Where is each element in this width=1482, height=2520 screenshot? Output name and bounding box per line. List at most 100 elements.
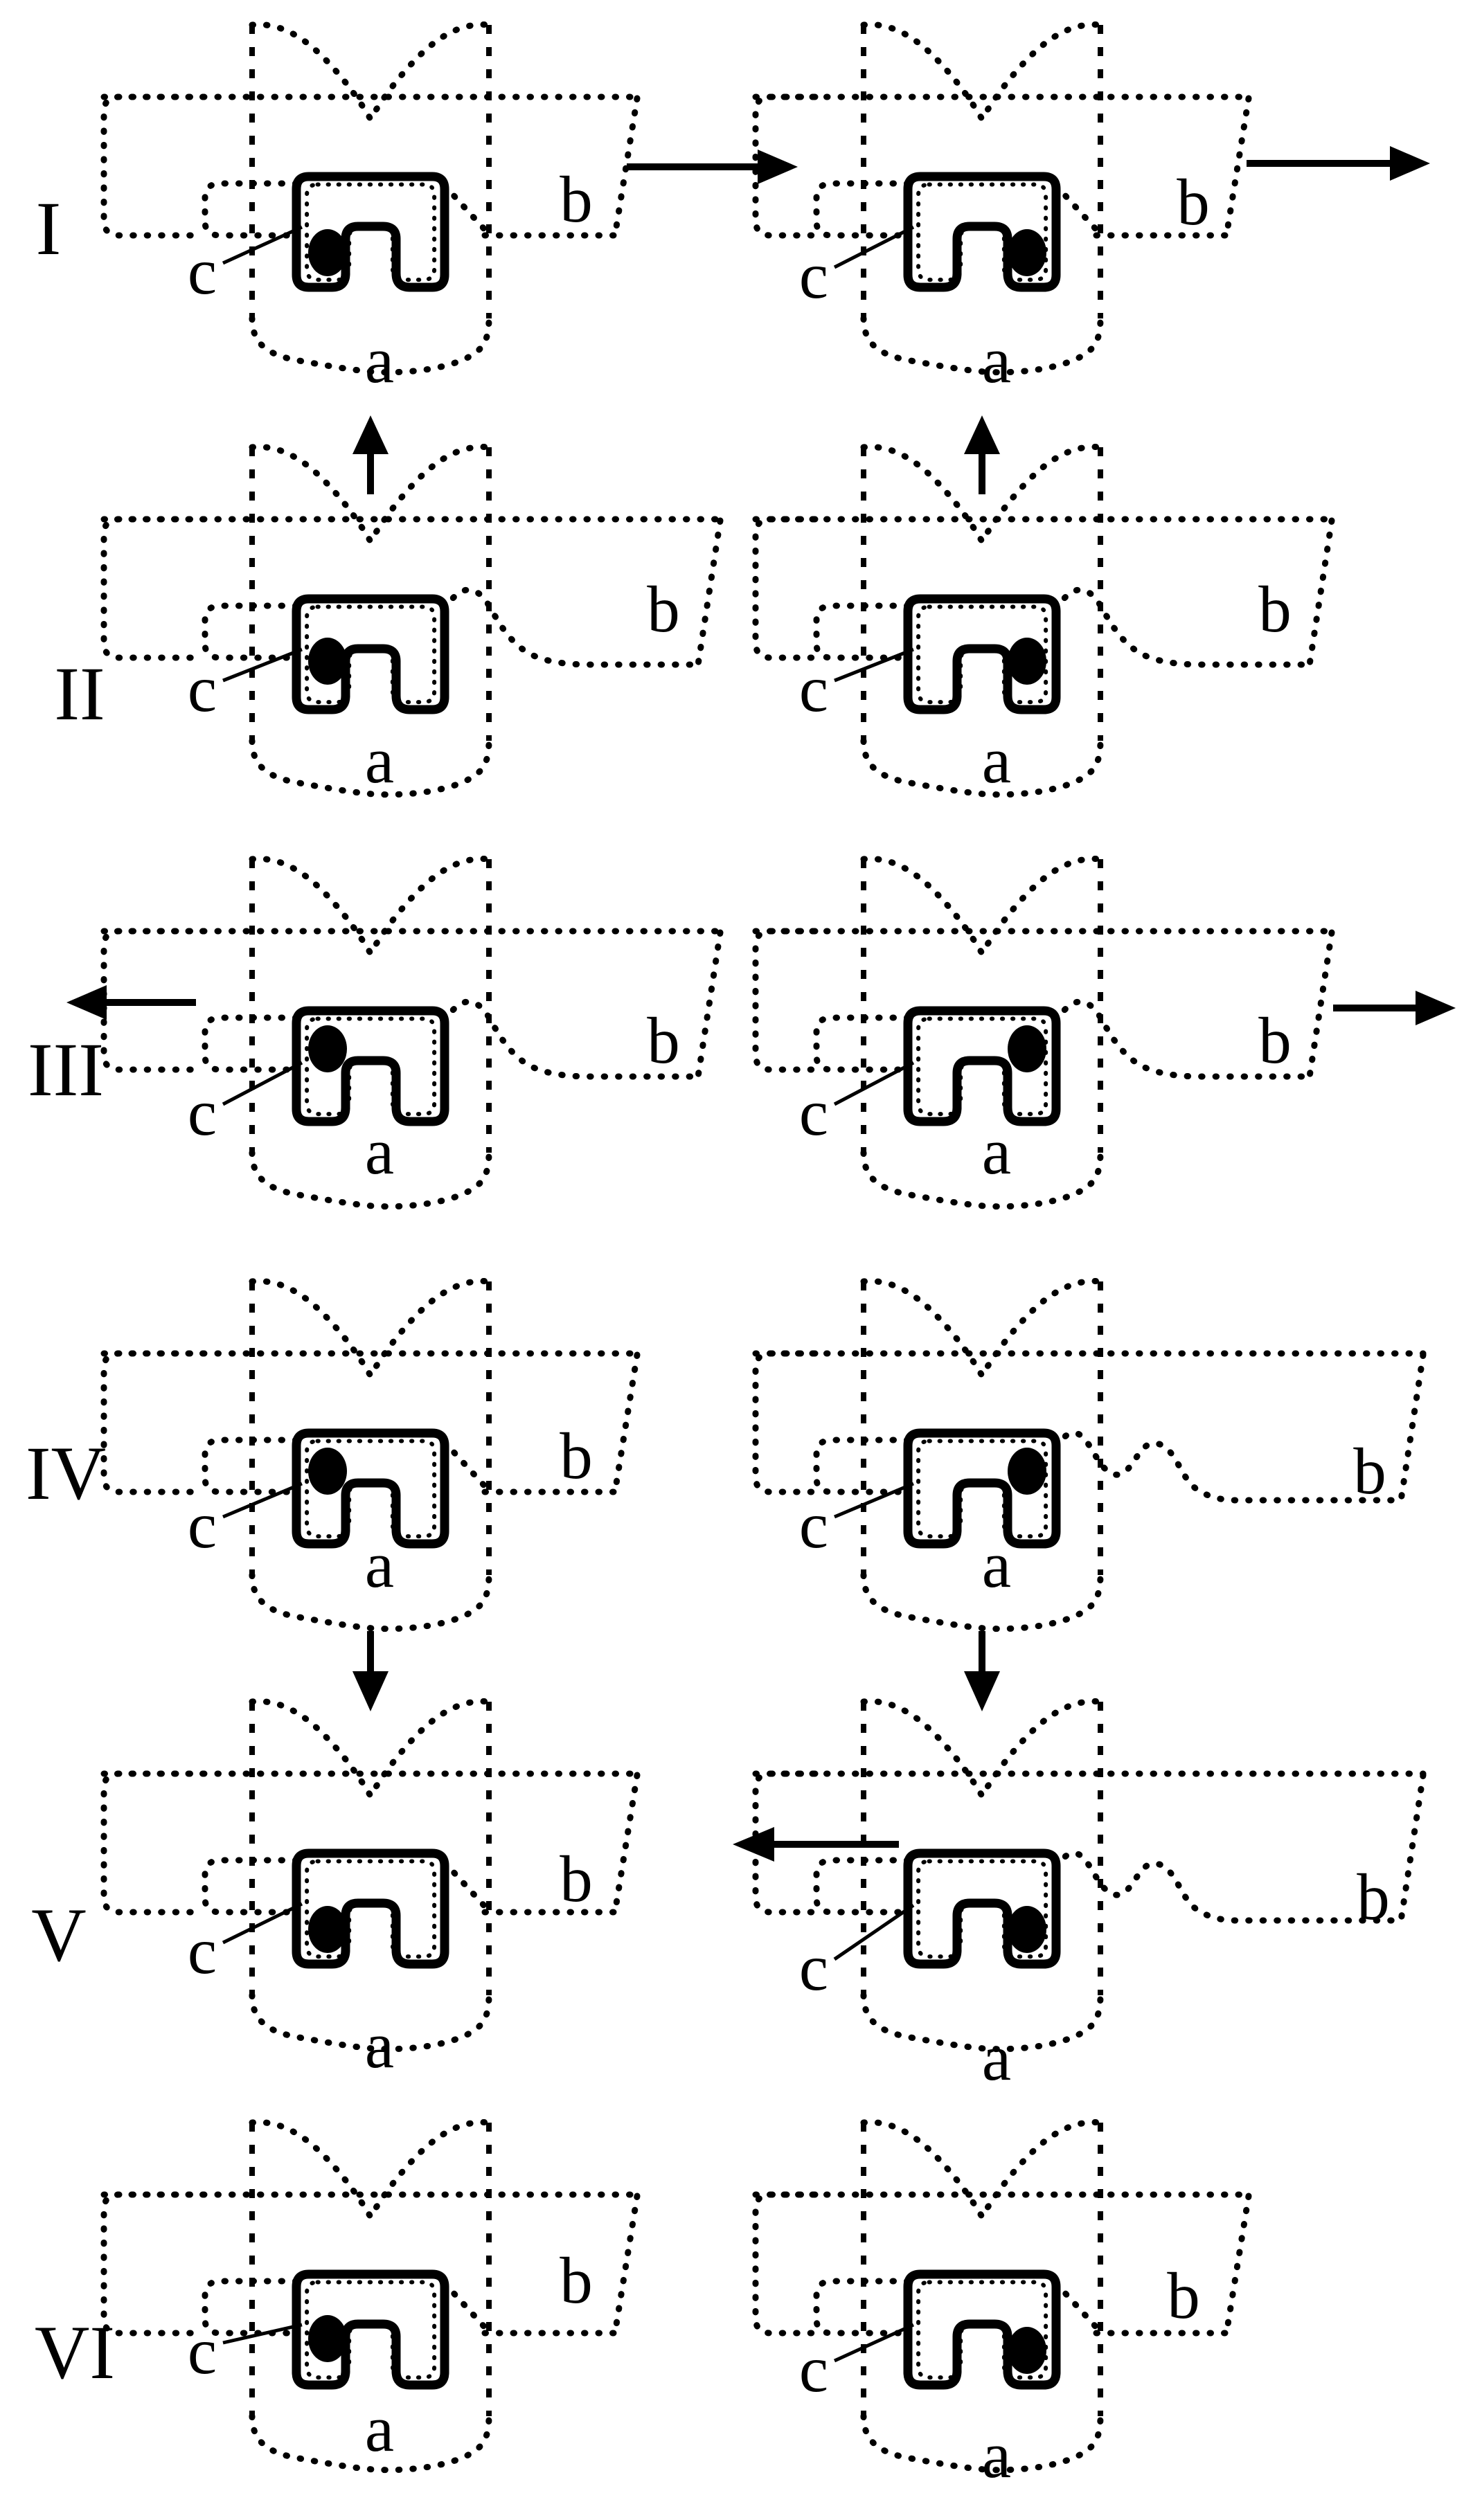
label-a: a [365, 323, 394, 397]
row-label-III: III [28, 1027, 104, 1112]
panel-II-right: a b c [752, 447, 1335, 797]
row-label-I: I [36, 186, 62, 271]
arrow-left-icon [733, 1827, 899, 1862]
ligand-dot [308, 1906, 347, 1953]
label-c-leader-line [222, 2323, 303, 2345]
panel-I-right: a b c [752, 24, 1252, 397]
band-b-left-loop [756, 2195, 909, 2333]
panel-II-left: a b c [100, 447, 724, 797]
ligand-dot [308, 1448, 347, 1495]
label-a: a [982, 323, 1011, 397]
band-b-left-loop [756, 931, 909, 1070]
label-c: c [188, 1488, 217, 1562]
panel-III-left: a b c [100, 858, 724, 1206]
ligand-dot [308, 229, 347, 276]
arrow-up-icon [352, 415, 389, 494]
ligand-dot [1008, 1906, 1046, 1953]
label-c: c [799, 1076, 828, 1149]
band-b-right-section [445, 98, 637, 235]
label-c: c [799, 652, 828, 726]
membrane-a-outline [864, 1701, 1100, 2049]
row-label-V: V [31, 1893, 86, 1977]
band-b-left-loop [104, 1774, 298, 1912]
row-label-II: II [54, 651, 105, 736]
label-c: c [799, 239, 828, 312]
ligand-dot [1008, 229, 1046, 276]
panel-VI-left: a b c [100, 2122, 641, 2469]
band-b-left-loop [104, 519, 298, 658]
band-b-left-loop [756, 519, 909, 658]
label-c-leader-line [222, 1902, 303, 1945]
band-b-right-section [445, 1355, 637, 1492]
label-a: a [982, 2021, 1011, 2094]
panel-III-right: a b c [752, 858, 1335, 1206]
label-c-leader-line [834, 647, 914, 683]
band-b-right-section [445, 2196, 637, 2333]
band-b-left-loop [104, 1353, 298, 1492]
label-c-leader-line [834, 1482, 914, 1519]
label-a: a [365, 2392, 394, 2465]
label-c-leader-line [833, 2323, 915, 2363]
label-c: c [188, 1076, 217, 1149]
label-a: a [982, 1528, 1011, 1601]
panel-IV-right: a b c [752, 1281, 1427, 1628]
label-a: a [365, 1528, 394, 1601]
band-b-right-section [1056, 98, 1249, 235]
label-a: a [982, 723, 1011, 797]
label-c-leader-line [833, 1061, 915, 1106]
label-c: c [188, 2314, 217, 2388]
band-b-right-section [445, 1775, 637, 1912]
label-b: b [1258, 1004, 1292, 1077]
arrow-right-icon [1333, 991, 1456, 1025]
label-b: b [1357, 1860, 1390, 1934]
label-b: b [560, 1419, 593, 1493]
row-label-VI: VI [35, 2310, 115, 2395]
ligand-dot [308, 638, 347, 685]
label-b: b [1353, 1434, 1386, 1508]
label-b: b [560, 1842, 593, 1916]
label-a: a [365, 1115, 394, 1188]
label-b: b [1167, 2259, 1200, 2332]
label-b: b [647, 573, 680, 646]
band-b-right-section [1056, 2196, 1249, 2333]
ligand-dot [1008, 1025, 1046, 1072]
label-c: c [799, 1488, 828, 1562]
label-c-leader-line [222, 647, 303, 683]
ligand-dot [1008, 1448, 1046, 1495]
arrow-down-icon [352, 1631, 389, 1711]
label-c: c [799, 1931, 828, 2004]
panel-V-right: a b c [752, 1701, 1427, 2094]
panel-V-left: a b c [100, 1701, 641, 2082]
label-b: b [1258, 573, 1292, 646]
label-c-leader-line [833, 1903, 915, 1961]
ligand-dot [308, 2315, 347, 2362]
arrow-right-icon [627, 150, 798, 184]
label-c: c [188, 235, 217, 308]
label-a: a [982, 2418, 1011, 2492]
ligand-dot [1008, 2327, 1046, 2374]
label-a: a [365, 2008, 394, 2082]
row-label-IV: IV [26, 1431, 106, 1515]
arrow-down-icon [964, 1631, 1000, 1711]
label-c-leader-line [222, 1061, 303, 1106]
label-c: c [799, 2332, 828, 2406]
arrow-left-icon [66, 985, 196, 1020]
label-b: b [647, 1004, 680, 1077]
band-b-left-loop [756, 1353, 909, 1492]
ligand-dot [308, 1025, 347, 1072]
label-c: c [188, 1914, 217, 1988]
label-a: a [982, 1115, 1011, 1188]
label-c-leader-line [222, 1482, 303, 1519]
arrow-right-icon [1247, 146, 1430, 181]
label-b: b [560, 2244, 593, 2317]
panel-IV-left: a b c [100, 1281, 641, 1628]
band-b-left-loop [104, 97, 298, 235]
panel-VI-right: a b c [752, 2122, 1252, 2492]
band-b-left-loop [104, 2195, 298, 2333]
label-c-leader-line [833, 225, 915, 269]
label-b: b [560, 163, 593, 236]
label-c-leader-line [222, 225, 303, 265]
label-b: b [1177, 165, 1210, 239]
